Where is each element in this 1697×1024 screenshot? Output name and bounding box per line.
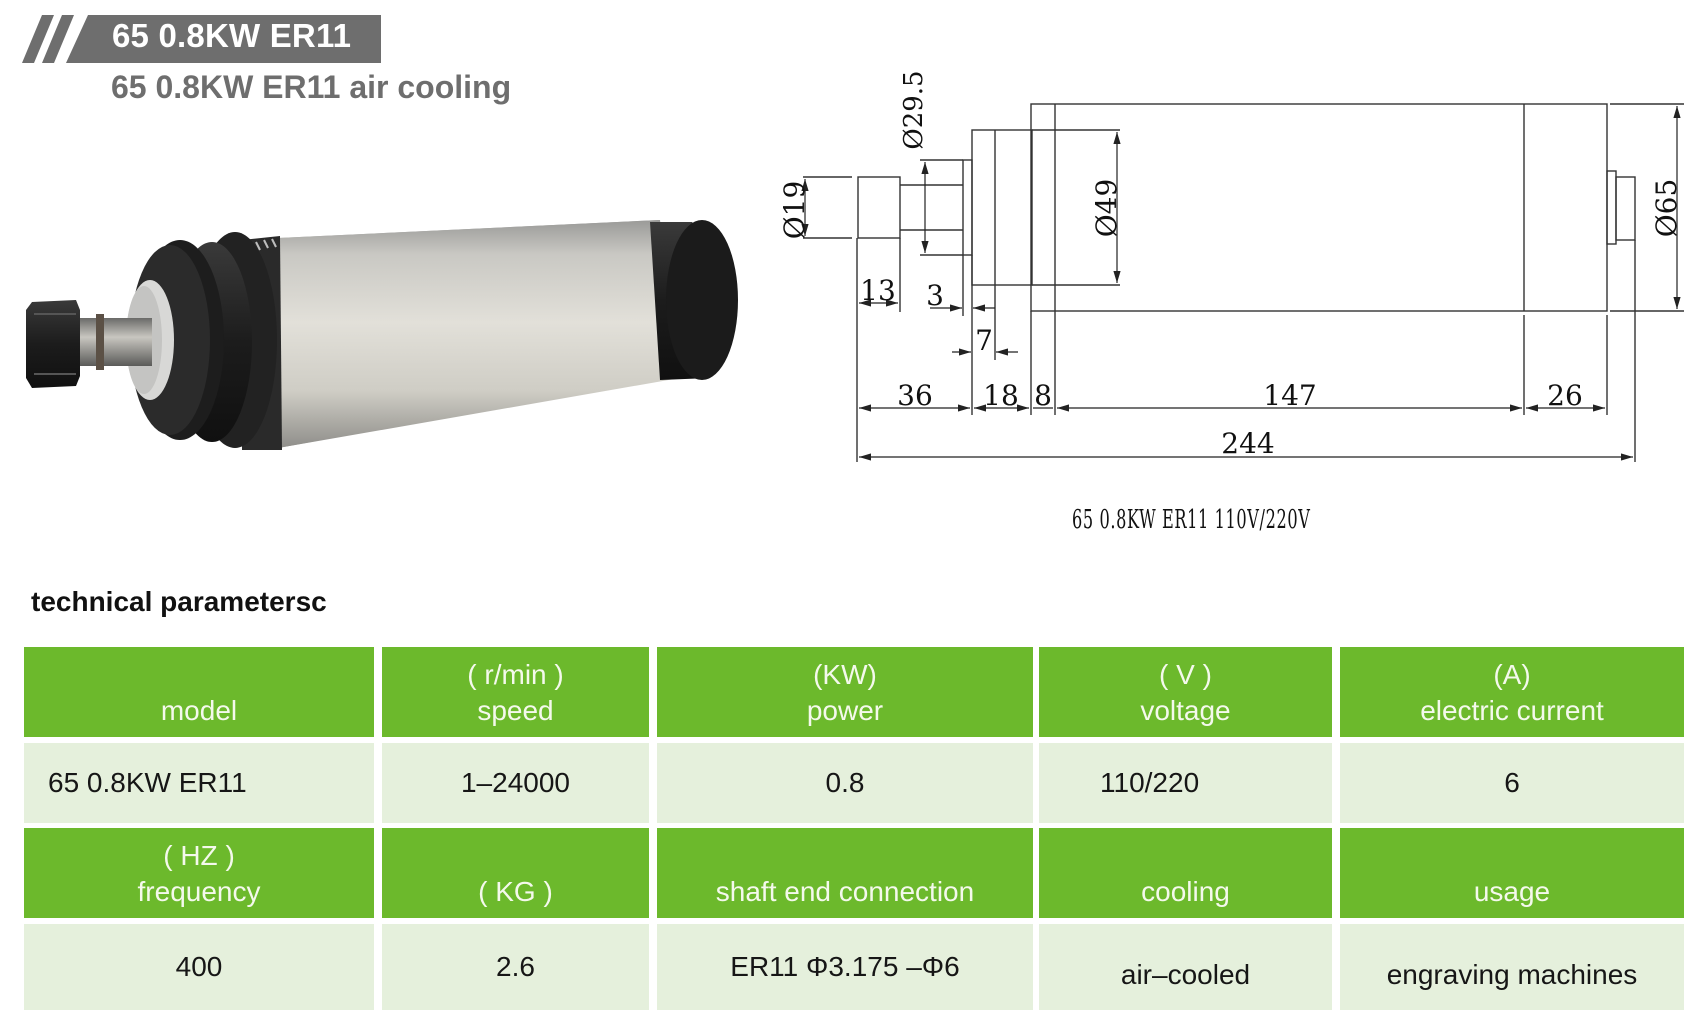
section-title: technical parametersc [31, 586, 327, 617]
dim-neck-diameter: Ø29.5 [899, 70, 929, 149]
value-usage: engraving machines [1340, 924, 1684, 1010]
header-voltage: ( V ) voltage [1039, 647, 1332, 737]
dim-flange-length: 3 [926, 279, 944, 312]
value-voltage: 110/220 [1039, 743, 1332, 823]
value-power: 0.8 [657, 743, 1033, 823]
header-usage: usage [1340, 828, 1684, 918]
value-frequency: 400 [24, 924, 374, 1010]
dim-collet-length: 13 [860, 274, 896, 307]
header-shaft-end-connection: shaft end connection [657, 828, 1033, 918]
dim-shaft-diameter: Ø19 [778, 181, 811, 240]
dim-rear-length: 26 [1547, 379, 1583, 412]
value-cooling: air–cooled [1039, 924, 1332, 1010]
dim-front-diameter: Ø49 [1090, 179, 1123, 238]
header-speed: ( r/min ) speed [382, 647, 649, 737]
dim-ring-length: 8 [1034, 379, 1052, 412]
header-power: (KW) power [657, 647, 1033, 737]
title-banner [66, 15, 381, 63]
dim-front-length: 18 [983, 379, 1019, 412]
dim-nose-length: 36 [897, 379, 933, 412]
header-weight: ( KG ) [382, 828, 649, 918]
dim-step-length: 7 [975, 324, 993, 357]
product-subtitle: 65 0.8KW ER11 air cooling [111, 69, 512, 105]
header-cooling: cooling [1039, 828, 1332, 918]
dim-body-length: 147 [1263, 379, 1316, 412]
dim-body-diameter: Ø65 [1650, 179, 1683, 238]
value-model: 65 0.8KW ER11 [24, 743, 374, 823]
drawing-caption: 65 0.8KW ER11 110V/220V [1072, 505, 1311, 535]
banner-title: 65 0.8KW ER11 [112, 17, 352, 54]
header-frequency: ( HZ ) frequency [24, 828, 374, 918]
header-model: model [24, 647, 374, 737]
value-electric-current: 6 [1340, 743, 1684, 823]
value-speed: 1–24000 [382, 743, 649, 823]
banner-stripes-icon [22, 15, 74, 63]
spindle-photo [26, 220, 738, 450]
value-shaft-end-connection: ER11 Φ3.175 –Φ6 [657, 924, 1033, 1010]
value-weight: 2.6 [382, 924, 649, 1010]
header-electric-current: (A) electric current [1340, 647, 1684, 737]
dim-total-length: 244 [1221, 427, 1274, 460]
